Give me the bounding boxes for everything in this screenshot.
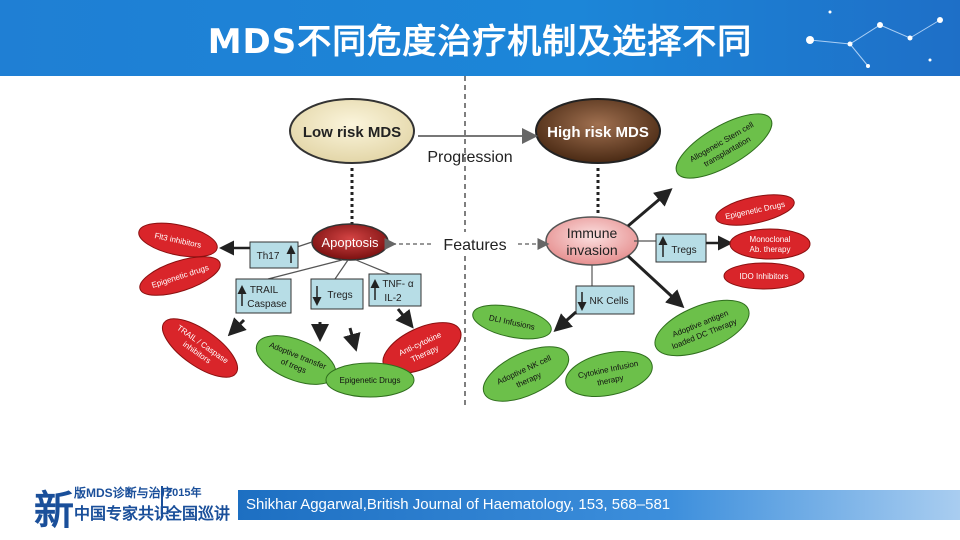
high-risk-label: High risk MDS <box>547 124 649 141</box>
flt3-inhibitors-pill: Flt3 inhibitors <box>138 222 218 258</box>
constellation-decoration <box>806 10 943 68</box>
logo-line2: 中国专家共识 <box>74 506 171 523</box>
allogeneic-stem-cell-pill: Allogeneic Stem cell transplantation <box>675 113 773 179</box>
ido-label: IDO Inhibitors <box>740 272 789 281</box>
tregs-label-right: Tregs <box>671 245 696 256</box>
tregs-label-left: Tregs <box>327 290 352 301</box>
mono-label-2: Ab. therapy <box>750 245 791 254</box>
low-risk-oval <box>289 98 415 164</box>
header-banner: MDS不同危度治疗机制及选择不同 <box>0 0 960 76</box>
epigenetic-drugs-pill-left: Epigenetic drugs <box>139 256 221 296</box>
immune-label-2: invasion <box>566 242 617 258</box>
trail-inhibitors-pill: TRAIL / Caspase inhibitors <box>162 318 238 378</box>
low-risk-label: Low risk MDS <box>303 124 401 141</box>
logo-tour: 全国巡讲 <box>166 506 231 523</box>
citation-bar: Shikhar Aggarwal,British Journal of Haem… <box>238 490 960 520</box>
features-label: Features <box>443 237 506 254</box>
adoptive-transfer-pill: Adoptive transfer of tregs <box>255 335 337 385</box>
footer-logo: 新 版MDS诊断与治疗 中国专家共识 2015年 全国巡讲 <box>34 478 238 534</box>
page-title: MDS不同危度治疗机制及选择不同 <box>207 22 753 62</box>
logo-separator <box>161 486 163 518</box>
adoptive-nk-pill: Adoptive NK cell therapy <box>482 346 570 402</box>
apoptosis-label: Apoptosis <box>321 235 379 250</box>
epigenetic-green-label: Epigenetic Drugs <box>340 376 401 385</box>
nkcells-label: NK Cells <box>590 296 629 307</box>
adoptive-antigen-pill: Adoptive antigen loaded DC Therapy <box>654 299 750 357</box>
citation-text: Shikhar Aggarwal,British Journal of Haem… <box>246 496 671 513</box>
trail-label: TRAIL <box>250 285 279 296</box>
epigenetic-drugs-pill-right: Epigenetic Drugs <box>715 194 795 226</box>
cytokine-infusion-pill: Cytokine Infusion therapy <box>565 351 653 397</box>
progression-label: Progression <box>427 149 512 166</box>
mono-label-1: Monoclonal <box>750 235 791 244</box>
ido-inhibitors-pill: IDO Inhibitors <box>723 262 805 290</box>
logo-year: 2015年 <box>166 487 202 499</box>
il2-label: IL-2 <box>384 293 402 304</box>
anti-cytokine-pill: Anti-cytokine Therapy <box>382 322 462 374</box>
immune-label-1: Immune <box>567 225 618 241</box>
th17-box <box>249 241 299 269</box>
dli-infusions-pill: DLI Infusions <box>472 304 552 340</box>
logo-mark: 新 <box>34 487 74 534</box>
monoclonal-pill: Monoclonal Ab. therapy <box>729 228 811 260</box>
trail-box <box>235 278 292 314</box>
caspase-label: Caspase <box>247 299 287 310</box>
tnf-label: TNF- α <box>382 279 414 290</box>
mds-mechanism-diagram: Low risk MDS High risk MDS Progression A… <box>138 76 811 406</box>
th17-label: Th17 <box>257 251 280 262</box>
logo-line1: 版MDS诊断与治疗 <box>74 486 173 500</box>
epigenetic-drugs-pill-green: Epigenetic Drugs <box>325 362 415 398</box>
